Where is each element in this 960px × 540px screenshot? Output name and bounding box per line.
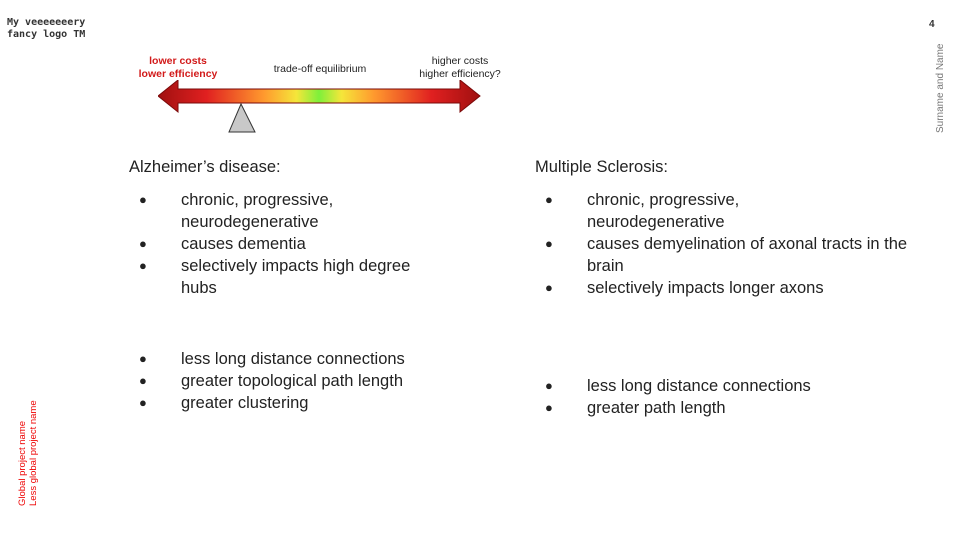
scale-right-line-2: higher efficiency?: [419, 68, 501, 80]
bullet-item: selectively impacts longer axons: [545, 277, 925, 299]
project-names: Global project name Less global project …: [17, 400, 41, 506]
bullet-item: chronic, progressive, neurodegenerative: [545, 189, 837, 233]
bullet-item: causes demyelination of axonal tracts in…: [545, 233, 925, 277]
alzheimers-findings: less long distance connections greater t…: [139, 348, 459, 414]
bullet-item: chronic, progressive, neurodegenerative: [139, 189, 449, 233]
bullet-item: selectively impacts high degree hubs: [139, 255, 449, 299]
project-name: Global project name: [17, 420, 28, 506]
surname-label: Surname and Name: [935, 43, 946, 134]
bullet-item: greater path length: [545, 397, 925, 419]
scale-right-label: higher costs higher efficiency?: [410, 55, 510, 81]
ms-findings: less long distance connections greater p…: [545, 375, 925, 419]
scale-right-line-1: higher costs: [431, 55, 489, 67]
bullet-item: less long distance connections: [139, 348, 459, 370]
scale-left-line-2: lower efficiency: [138, 68, 218, 80]
surname-label-container: Surname and Name: [935, 44, 948, 134]
ms-bullets: chronic, progressive, neurodegenerative …: [545, 189, 925, 299]
fulcrum-triangle: [228, 102, 256, 133]
ms-title: Multiple Sclerosis:: [535, 158, 668, 176]
bullet-item: less long distance connections: [545, 375, 925, 397]
alzheimers-title: Alzheimer’s disease:: [129, 158, 281, 176]
scale-center-label: trade-off equilibrium: [273, 63, 367, 75]
logo-line-1: My veeeeeeery: [7, 17, 86, 28]
scale-left-line-1: lower costs: [149, 55, 207, 67]
logo-line-2: fancy logo TM: [7, 29, 86, 40]
trade-off-scale: [158, 80, 481, 133]
page-number: 4: [929, 19, 935, 30]
bullet-item: causes dementia: [139, 233, 449, 255]
bullet-item: greater clustering: [139, 392, 459, 414]
scale-left-label: lower costs lower efficiency: [128, 55, 228, 81]
logo: My veeeeeeery fancy logo TM: [7, 17, 85, 41]
double-arrow-bar: [158, 80, 481, 114]
alzheimers-bullets: chronic, progressive, neurodegenerative …: [139, 189, 449, 299]
sub-project-name: Less global project name: [28, 400, 39, 506]
bullet-item: greater topological path length: [139, 370, 459, 392]
